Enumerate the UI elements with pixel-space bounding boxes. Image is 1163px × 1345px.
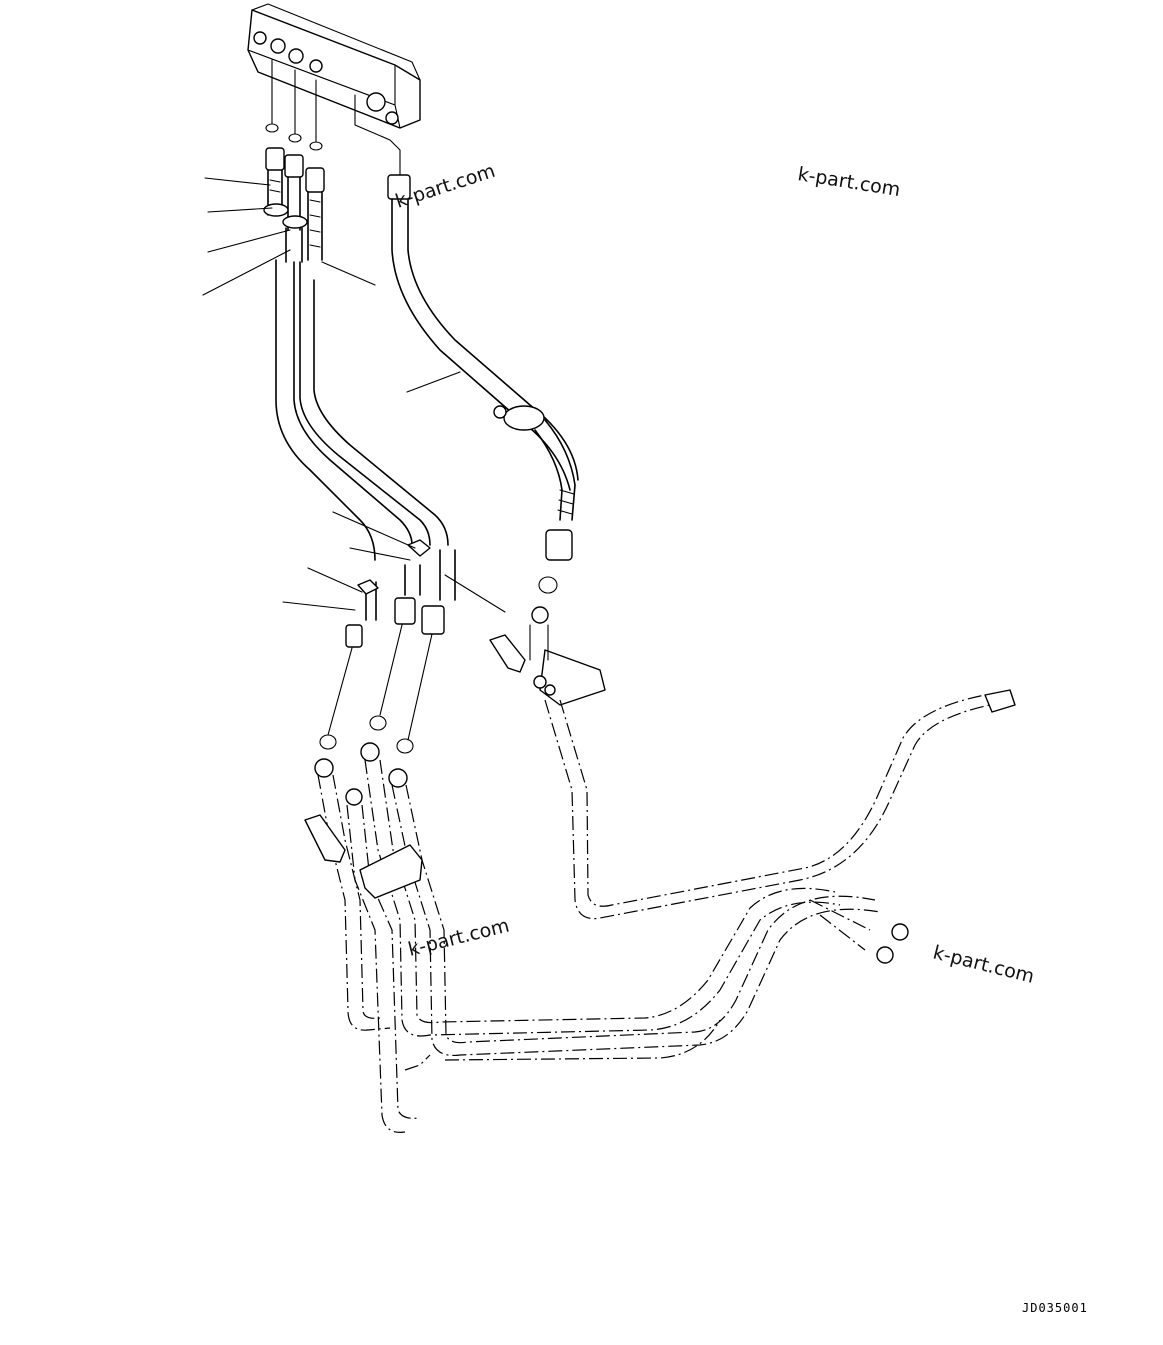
watermark-text: k-part.com bbox=[406, 914, 512, 960]
callout-leaders-upper bbox=[202, 177, 376, 296]
watermark-text: k-part.com bbox=[796, 163, 902, 201]
o-rings-upper bbox=[265, 59, 323, 151]
pipe-right-long bbox=[544, 689, 1016, 920]
bracket-lower bbox=[304, 814, 423, 899]
valve-block bbox=[247, 3, 421, 176]
left-hoses bbox=[275, 259, 449, 561]
drawing-code: JD035001 bbox=[1022, 1301, 1088, 1315]
callout-leaders-lower bbox=[282, 511, 506, 613]
bracket-right bbox=[489, 606, 606, 706]
lower-hose-fittings bbox=[345, 539, 456, 648]
watermark-text: k-part.com bbox=[393, 160, 498, 213]
pipe-bundle-lower bbox=[317, 759, 909, 1133]
watermark-text: k-part.com bbox=[931, 942, 1037, 988]
upper-hose-fittings bbox=[263, 147, 325, 263]
lower-guide-lines bbox=[319, 624, 433, 754]
o-ring-right bbox=[538, 576, 558, 594]
lower-pipe-fittings bbox=[314, 742, 408, 806]
right-hose bbox=[387, 174, 579, 561]
